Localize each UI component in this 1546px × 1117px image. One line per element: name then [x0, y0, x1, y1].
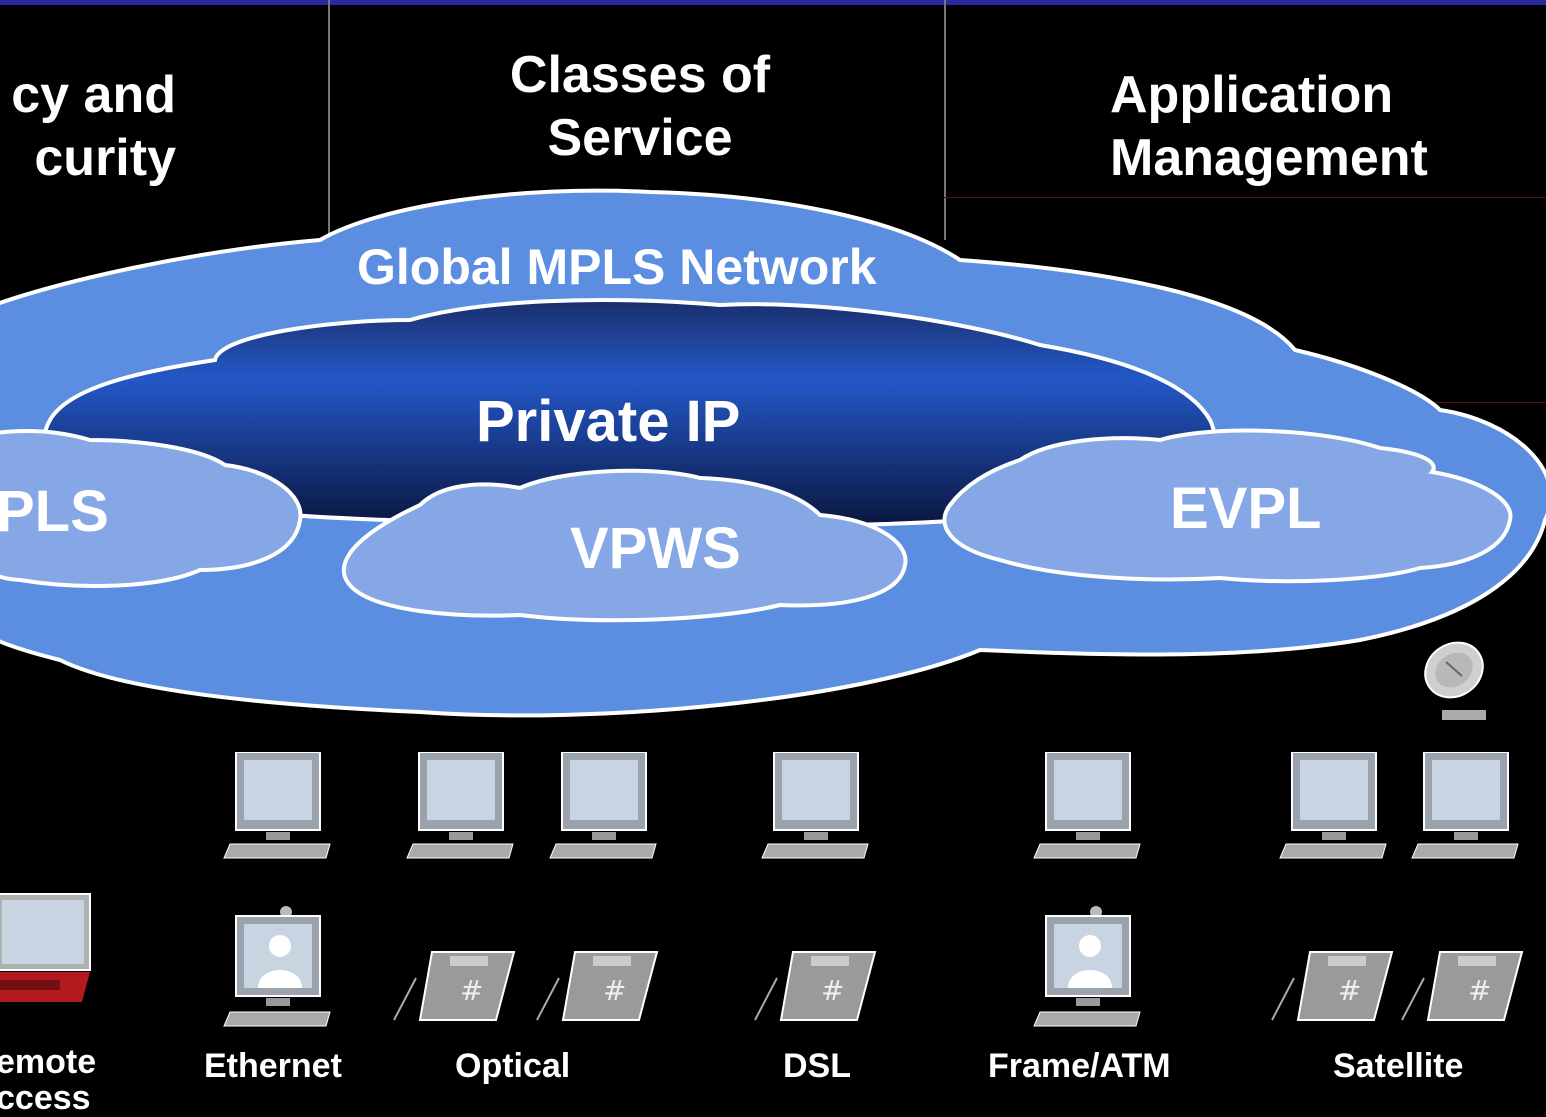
video-phone-icon	[1033, 906, 1141, 1027]
vpls-cloud-shape	[0, 429, 303, 588]
video-phone-icon	[223, 906, 331, 1027]
label-dsl: DSL	[783, 1047, 851, 1085]
desktop-computer-icon	[1411, 752, 1519, 859]
header-classes-of-service: Classes of Service	[509, 46, 771, 167]
label-optical: Optical	[455, 1047, 571, 1085]
desktop-computer-icon	[406, 752, 514, 859]
label-ethernet: Ethernet	[204, 1047, 342, 1085]
desktop-computer-icon	[1033, 752, 1141, 859]
ip-phone-icon: #	[393, 951, 516, 1021]
desktop-computer-icon	[761, 752, 869, 859]
vpls-label: PLS	[0, 479, 109, 544]
ip-phone-icon: #	[1271, 951, 1394, 1021]
private-ip-cloud-shape	[42, 298, 1217, 528]
top-bar	[0, 0, 1546, 5]
header-policy-security: cy and curity	[11, 66, 176, 187]
label-remote-access: emote ccess	[0, 1043, 97, 1117]
svg-text:#: #	[460, 974, 483, 1007]
header-application-management: Application Management	[1110, 66, 1428, 187]
label-frame-atm: Frame/ATM	[988, 1047, 1171, 1085]
svg-text:#: #	[1468, 974, 1491, 1007]
label-satellite: Satellite	[1333, 1047, 1464, 1085]
row-divider-right-top	[944, 197, 1546, 198]
desktop-computer-icon	[1279, 752, 1387, 859]
svg-text:#: #	[1338, 974, 1361, 1007]
ip-phone-icon: #	[754, 951, 877, 1021]
satellite-dish-icon	[1424, 641, 1486, 720]
desktop-computer-icon	[549, 752, 657, 859]
svg-text:#: #	[821, 974, 844, 1007]
column-divider-right	[944, 0, 946, 240]
vpws-cloud-shape	[341, 468, 908, 623]
laptop-icon	[0, 893, 91, 1002]
evpl-label: EVPL	[1170, 476, 1322, 541]
vpws-label: VPWS	[570, 516, 741, 581]
ip-phone-icon: #	[536, 951, 659, 1021]
ip-phone-icon: #	[1401, 951, 1524, 1021]
evpl-cloud-shape	[942, 428, 1513, 584]
svg-text:#: #	[603, 974, 626, 1007]
column-divider-left	[328, 0, 330, 240]
private-ip-label: Private IP	[476, 389, 741, 454]
desktop-computer-icon	[223, 752, 331, 859]
global-mpls-label: Global MPLS Network	[357, 239, 877, 295]
